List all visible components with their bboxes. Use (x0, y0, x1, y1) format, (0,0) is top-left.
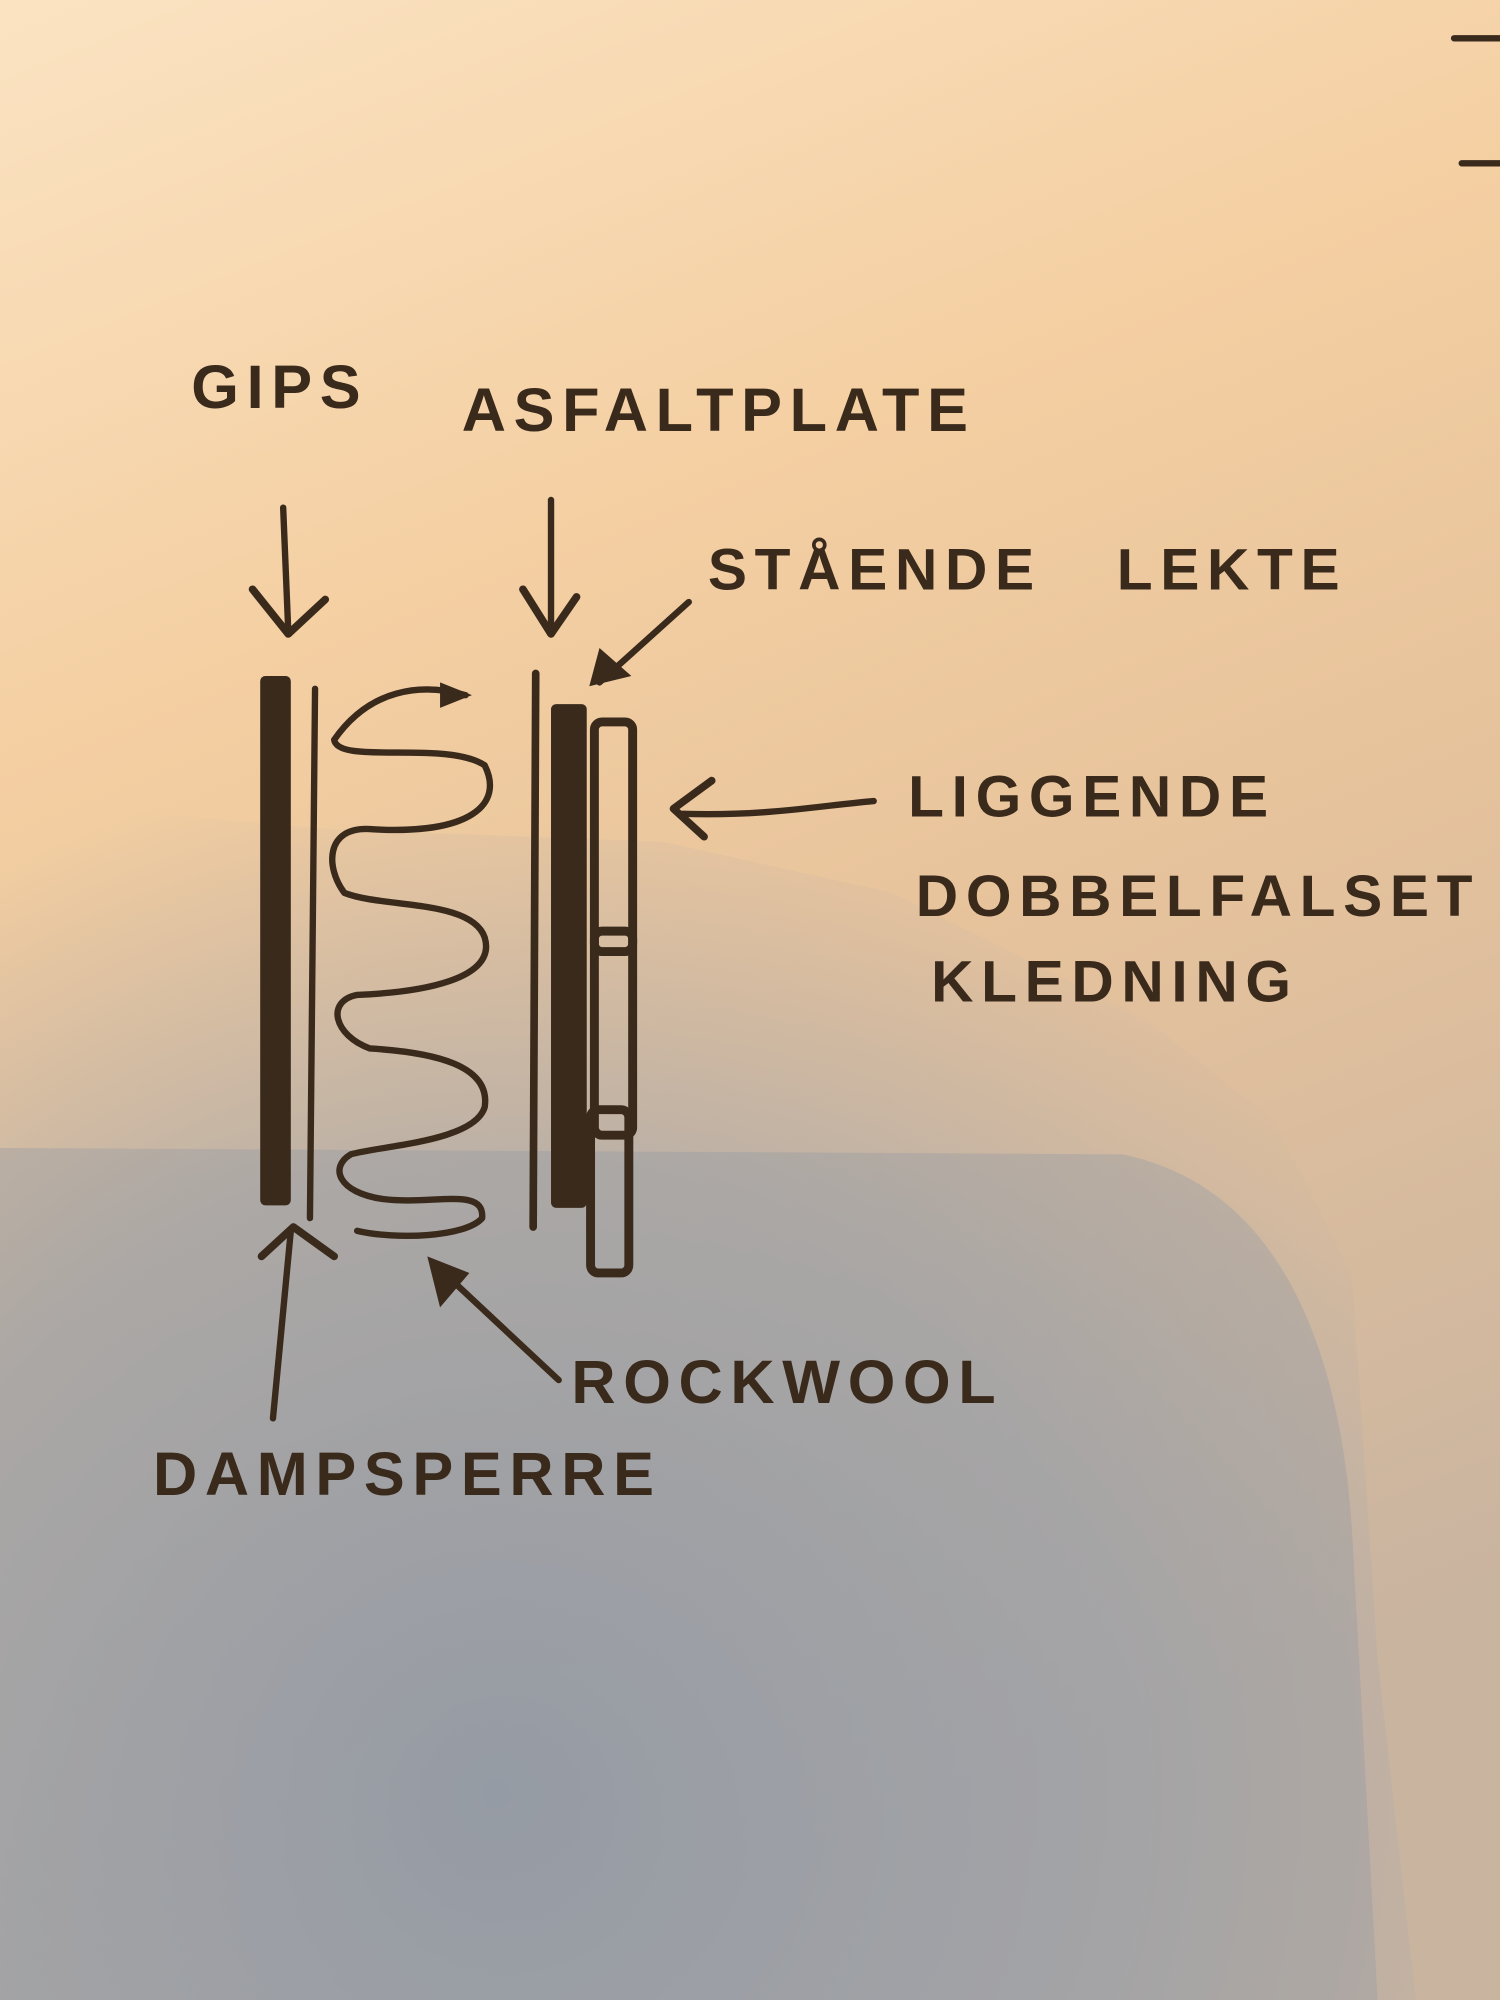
label-dampsperre: DAMPSPERRE (153, 1440, 662, 1508)
dobbelfalset-kledning (586, 717, 638, 1278)
staende-lekte (551, 704, 587, 1208)
gips-board (260, 676, 291, 1206)
label-rockwool: ROCKWOOL (571, 1348, 1003, 1416)
asfaltplate-board (529, 669, 540, 1231)
arrow-liggende-kledning (669, 776, 877, 841)
label-kledning: KLEDNING (931, 949, 1299, 1014)
label-staende-lekte: STÅENDE LEKTE (708, 536, 1347, 602)
arrow-asfaltplate (519, 496, 581, 638)
hand-shadow (0, 612, 1416, 2000)
rockwool-arrowhead (440, 682, 472, 708)
label-gips: GIPS (191, 353, 368, 421)
arrow-staende-lekte (589, 598, 692, 687)
label-liggende: LIGGENDE (908, 764, 1276, 829)
label-dobbelfalset: DOBBELFALSET (916, 864, 1480, 929)
arrow-gips (248, 504, 330, 638)
arrow-rockwool (427, 1256, 562, 1384)
arrow-dampsperre (257, 1223, 339, 1422)
label-asfaltplate: ASFALTPLATE (462, 376, 976, 444)
shadow-lower (0, 1147, 1378, 2000)
dampsperre-membrane (306, 685, 319, 1222)
